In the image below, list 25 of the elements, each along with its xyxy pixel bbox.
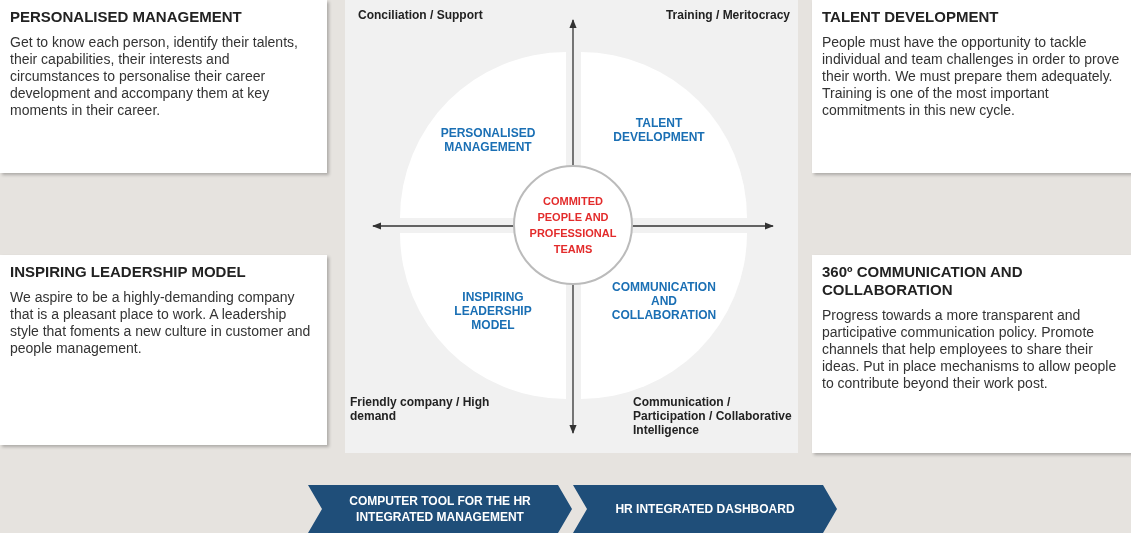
card-text: People must have the opportunity to tackle individual and team challenges in order to prove their worth. We must prepare them adequately. Training is one of the most important commitments in this new cycle. — [822, 34, 1121, 119]
text-card — [812, 0, 1131, 173]
axis-label: Training / Meritocracy — [664, 8, 790, 22]
axis-label: Communication / Participation / Collaborative Intelligence — [633, 395, 793, 437]
card-text: Get to know each person, identify their talents, their capabilities, their interests and circumstances to personalise their career development and accompany them at key moments in their career. — [10, 34, 299, 119]
card-heading: INSPIRING LEADERSHIP MODEL — [10, 263, 247, 281]
quadrant-title: PERSONALISED MANAGEMENT — [439, 126, 537, 154]
quadrant-title: COMMUNICATION AND COLLABORATION — [610, 280, 718, 322]
card-text: We aspire to be a highly-demanding company that is a pleasant place to work. A leadership style that foments a new culture in customer and people management. — [10, 289, 312, 357]
text-card — [0, 255, 327, 445]
center-title: COMMITED PEOPLE AND PROFESSIONAL TEAMS — [528, 194, 618, 257]
card-heading: PERSONALISED MANAGEMENT — [10, 8, 243, 26]
text-card — [0, 0, 327, 173]
text-card — [812, 255, 1131, 453]
chevron-step — [573, 485, 837, 533]
quadrant-title: TALENT DEVELOPMENT — [612, 116, 706, 144]
axis-label: Conciliation / Support — [358, 8, 484, 22]
step-text: HR INTEGRATED DASHBOARD — [614, 501, 796, 517]
card-heading: TALENT DEVELOPMENT — [822, 8, 1000, 26]
card-heading: 360º COMMUNICATION AND COLLABORATION — [822, 263, 1024, 299]
chevron-step — [308, 485, 572, 533]
step-text: COMPUTER TOOL FOR THE HR INTEGRATED MANAGEMENT — [348, 493, 532, 525]
quadrant-title: INSPIRING LEADERSHIP MODEL — [453, 290, 533, 332]
axis-label: Friendly company / High demand — [350, 395, 491, 423]
card-text: Progress towards a more transparent and participative communication policy. Promote channels that help employees to share their ideas. Put in place mechanisms to allow people to contribute beyond their work post. — [822, 307, 1118, 392]
